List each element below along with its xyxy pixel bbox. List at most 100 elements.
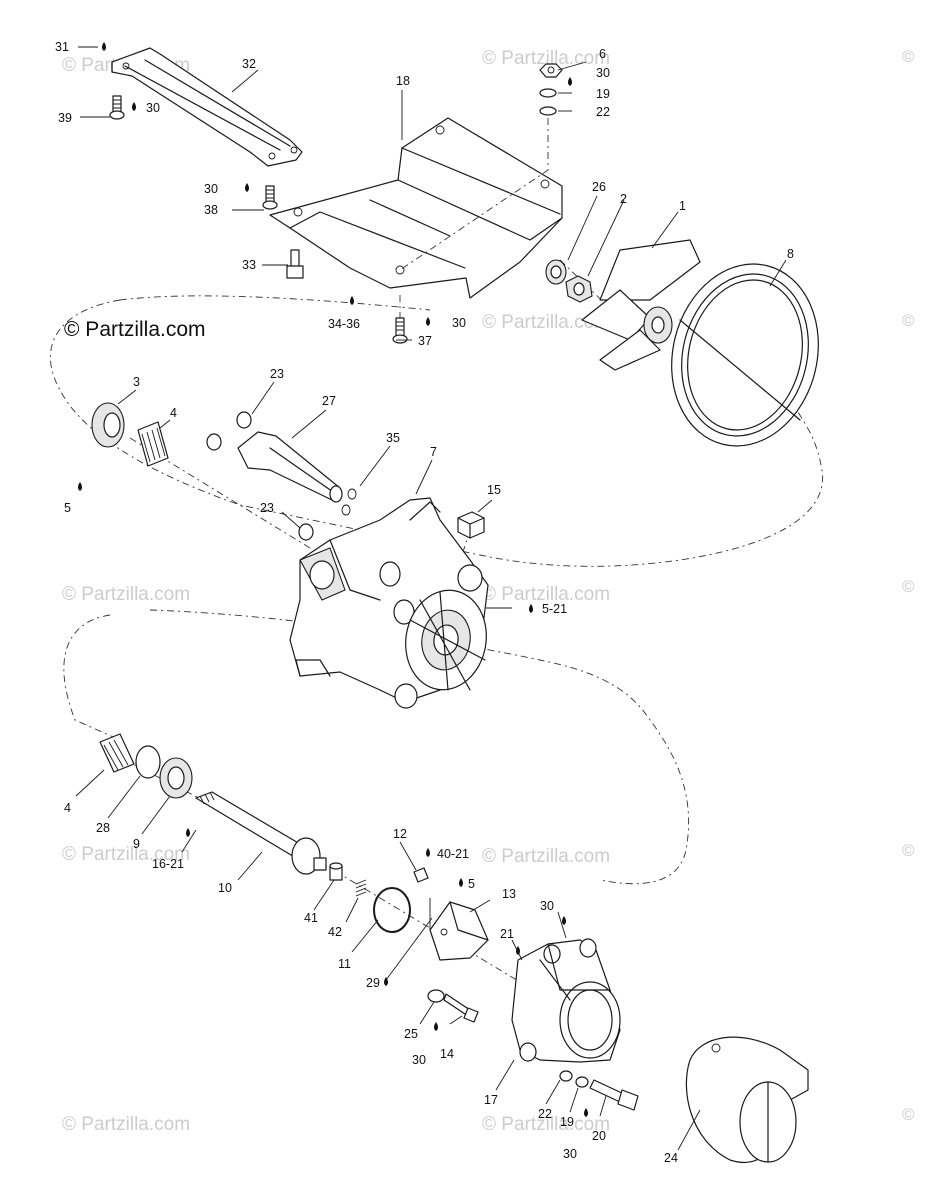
part-4-needle-bearing — [99, 733, 135, 773]
part-label: 26 — [592, 180, 606, 194]
grease-drop-icon — [529, 604, 533, 613]
part-19-washer — [539, 88, 557, 98]
part-15-cap — [457, 511, 485, 539]
part-label: 13 — [502, 887, 516, 901]
part-14-bolt — [443, 993, 479, 1023]
watermark: © Partzilla.com — [482, 48, 610, 69]
part-label: 32 — [242, 57, 256, 71]
watermark: © Partzilla.com — [482, 1114, 610, 1135]
part-label: 30 — [563, 1147, 577, 1161]
part-23-plug — [298, 523, 314, 541]
part-19-washer — [575, 1076, 589, 1088]
part-label: 20 — [592, 1129, 606, 1143]
part-label: 35 — [386, 431, 400, 445]
watermark: © Partzilla.com — [482, 846, 610, 867]
part-label: 7 — [430, 445, 437, 459]
part-label: 31 — [55, 40, 69, 54]
part-label: 27 — [322, 394, 336, 408]
grease-drop-icon — [132, 102, 136, 111]
part-label: 3 — [133, 375, 140, 389]
part-3-seal — [91, 402, 125, 448]
watermark-symbol: © — [902, 577, 915, 596]
watermark: © Partzilla.com — [482, 312, 610, 333]
watermark: © Partzilla.com — [62, 584, 190, 605]
part-1-impeller — [581, 239, 701, 371]
part-28-washer — [135, 745, 161, 779]
part-label: 10 — [218, 881, 232, 895]
part-label: 42 — [328, 925, 342, 939]
grease-drop-icon — [516, 946, 520, 955]
part-label: 4 — [170, 406, 177, 420]
part-label: 14 — [440, 1047, 454, 1061]
grease-drop-icon — [78, 482, 82, 491]
grease-drop-icons — [78, 42, 588, 1117]
part-27-tube — [237, 431, 343, 503]
part-label: 30 — [412, 1053, 426, 1067]
part-20-bolt — [589, 1079, 639, 1111]
part-label: 2 — [620, 192, 627, 206]
part-42-spring — [355, 879, 367, 897]
grease-drop-icon — [568, 77, 572, 86]
part-label: 24 — [664, 1151, 678, 1165]
watermark: © Partzilla.com — [482, 584, 610, 605]
part-39-screw — [109, 95, 125, 120]
leader-lines — [75, 46, 787, 1151]
part-label: 21 — [500, 927, 514, 941]
grease-drop-icon — [434, 1022, 438, 1031]
part-38-screw — [262, 185, 278, 210]
part-17-nozzle-housing — [511, 938, 621, 1063]
grease-drop-icon — [245, 183, 249, 192]
grease-drop-icon — [186, 828, 190, 837]
grease-drop-icon — [102, 42, 106, 51]
part-label: 12 — [393, 827, 407, 841]
part-label: 37 — [418, 334, 432, 348]
alignment-line — [399, 118, 549, 271]
part-22-washer — [539, 106, 557, 116]
part-label: 5-21 — [542, 602, 567, 616]
part-label: 30 — [540, 899, 554, 913]
part-26-bushing — [545, 259, 567, 285]
part-2-nut — [565, 275, 593, 303]
part-label: 9 — [133, 837, 140, 851]
part-label: 30 — [146, 101, 160, 115]
grease-drop-icon — [384, 977, 388, 986]
part-labels: 31 32 39 30 30 38 33 18 6 30 19 22 26 2 … — [55, 40, 794, 1165]
copyright-notice: © Partzilla.com — [64, 318, 206, 341]
part-label: 22 — [596, 105, 610, 119]
part-label: 39 — [58, 111, 72, 125]
part-label: 8 — [787, 247, 794, 261]
part-41-fitting — [329, 862, 343, 881]
part-33-bolt — [286, 249, 304, 279]
part-9-thrust-bearing — [159, 757, 193, 799]
watermark-symbol: © — [902, 311, 915, 330]
part-label: 19 — [596, 87, 610, 101]
grease-drop-icon — [562, 916, 566, 925]
part-label: 23 — [270, 367, 284, 381]
part-label: 15 — [487, 483, 501, 497]
part-label: 1 — [679, 199, 686, 213]
part-label: 5 — [468, 877, 475, 891]
part-22-washer — [559, 1070, 573, 1082]
part-18-plate — [269, 117, 563, 299]
grease-drop-icon — [350, 296, 354, 305]
watermark-symbol: © — [902, 47, 915, 66]
grease-drop-icon — [459, 878, 463, 887]
part-label: 6 — [599, 47, 606, 61]
part-label: 34-36 — [328, 317, 360, 331]
part-23-plug — [206, 433, 222, 451]
part-label: 22 — [538, 1107, 552, 1121]
watermarks: © Partzilla.com © Partzilla.com © © Part… — [62, 47, 915, 1135]
part-label: 25 — [404, 1027, 418, 1041]
part-label: 30 — [452, 316, 466, 330]
part-label: 5 — [64, 501, 71, 515]
part-label: 40-21 — [437, 847, 469, 861]
grease-drop-icon — [584, 1108, 588, 1117]
watermark: © Partzilla.com — [62, 844, 190, 865]
part-label: 41 — [304, 911, 318, 925]
part-25-washer — [427, 989, 445, 1003]
part-label: 19 — [560, 1115, 574, 1129]
part-35-o-rings — [341, 488, 357, 516]
part-11-o-ring — [373, 887, 411, 933]
part-label: 38 — [204, 203, 218, 217]
